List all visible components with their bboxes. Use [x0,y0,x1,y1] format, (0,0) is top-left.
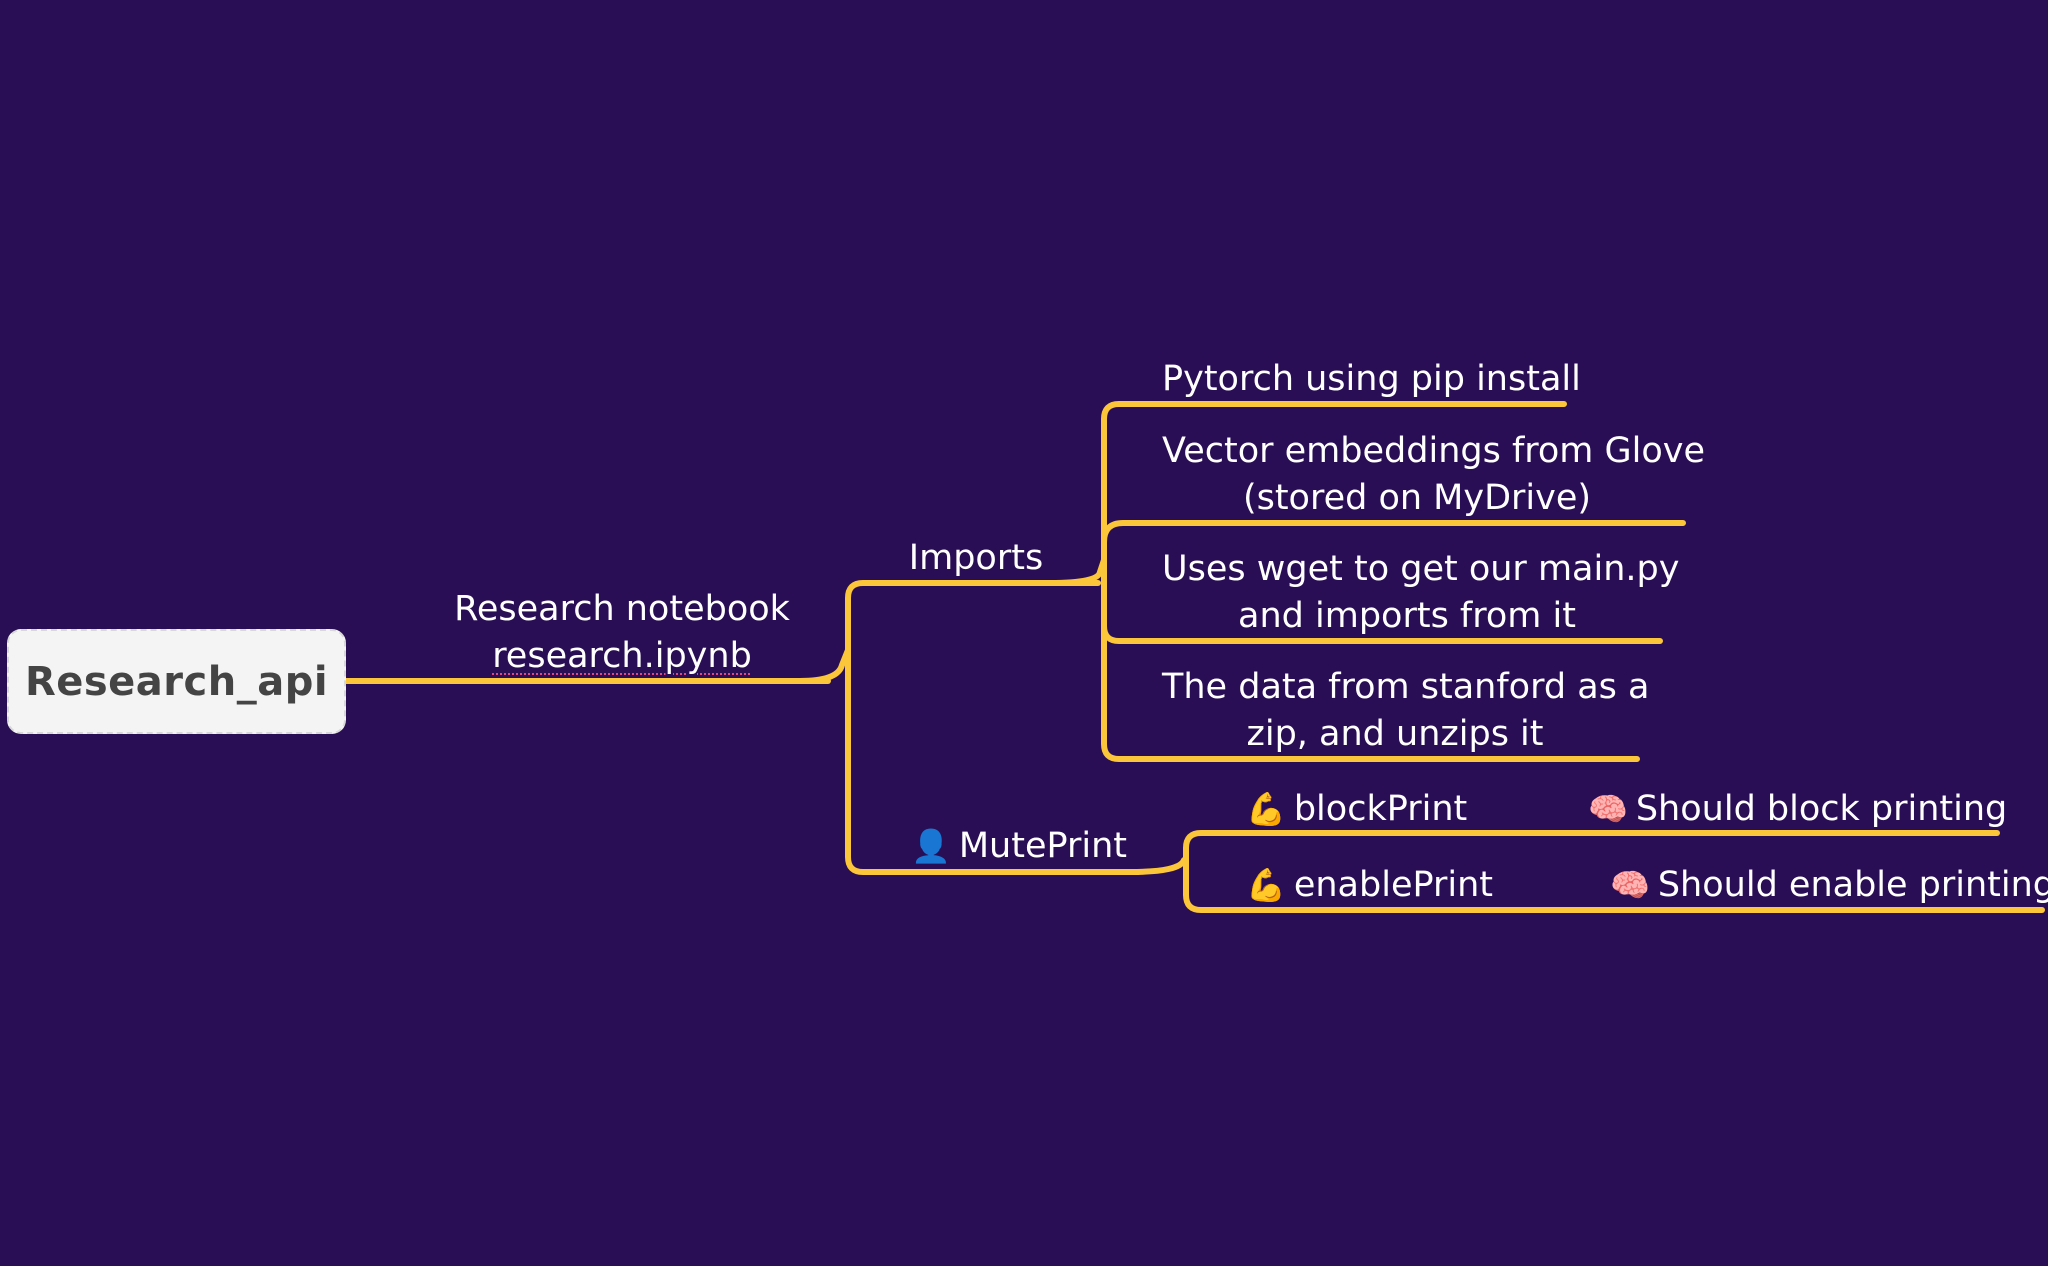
muteprint-node[interactable]: 👤MutePrint [906,823,1132,870]
detail-label: Should enable printing [1657,865,2048,905]
detail-block-printing[interactable]: 🧠Should block printing [1588,786,2007,833]
imports-item-label: Uses wget to get our main.py [1162,549,1680,589]
brain-icon: 🧠 [1610,866,1650,904]
detail-enable-printing[interactable]: 🧠Should enable printing [1610,862,2048,909]
imports-item-pytorch[interactable]: Pytorch using pip install [1162,356,1581,403]
notebook-title: Research notebook [454,589,790,629]
notebook-filename: research.ipynb [492,636,752,676]
root-label: Research_api [24,658,329,705]
connector-muteprint-item-1 [1183,830,1478,875]
connector-muteprint-fork [1127,857,1187,875]
imports-label: Imports [908,538,1044,578]
imports-item-label: and imports from it [1238,596,1576,636]
imports-item-stanford[interactable]: The data from stanford as a zip, and unz… [1162,664,1650,758]
connector-fork-muteprint [845,678,1141,875]
imports-node[interactable]: Imports [902,535,1050,582]
imports-item-label: Vector embeddings from Glove [1162,431,1706,471]
muteprint-item-label: blockPrint [1293,789,1468,829]
flexed-biceps-icon: 💪 [1246,790,1286,828]
muteprint-item-label: enablePrint [1293,865,1493,905]
imports-item-label: The data from stanford as a [1162,667,1650,707]
connector-imports-item-1 [1101,401,1567,586]
connector-muteprint-item-2 [1183,869,1500,913]
imports-item-wget[interactable]: Uses wget to get our main.py and imports… [1162,546,1680,640]
connector-imports-fork [1047,557,1107,586]
muteprint-label: MutePrint [958,826,1127,866]
root-node[interactable]: Research_api [7,629,346,734]
connector-imports-item-2 [1101,520,1686,545]
imports-item-glove[interactable]: Vector embeddings from Glove (stored on … [1162,428,1706,522]
brain-icon: 🧠 [1588,790,1628,828]
imports-item-label: Pytorch using pip install [1162,359,1581,399]
notebook-node[interactable]: Research notebook research.ipynb [452,586,792,680]
person-silhouette-icon: 👤 [911,827,951,865]
connector-imports-item-4 [1101,580,1640,762]
flexed-biceps-icon: 💪 [1246,866,1286,904]
connector-fork-imports [845,580,1101,684]
muteprint-item-blockprint[interactable]: 💪blockPrint [1246,786,1476,833]
muteprint-item-enableprint[interactable]: 💪enablePrint [1246,862,1496,909]
detail-label: Should block printing [1635,789,2008,829]
connector-notebook-fork [797,647,851,684]
imports-item-label: (stored on MyDrive) [1242,478,1592,518]
imports-item-label: zip, and unzips it [1246,714,1544,754]
